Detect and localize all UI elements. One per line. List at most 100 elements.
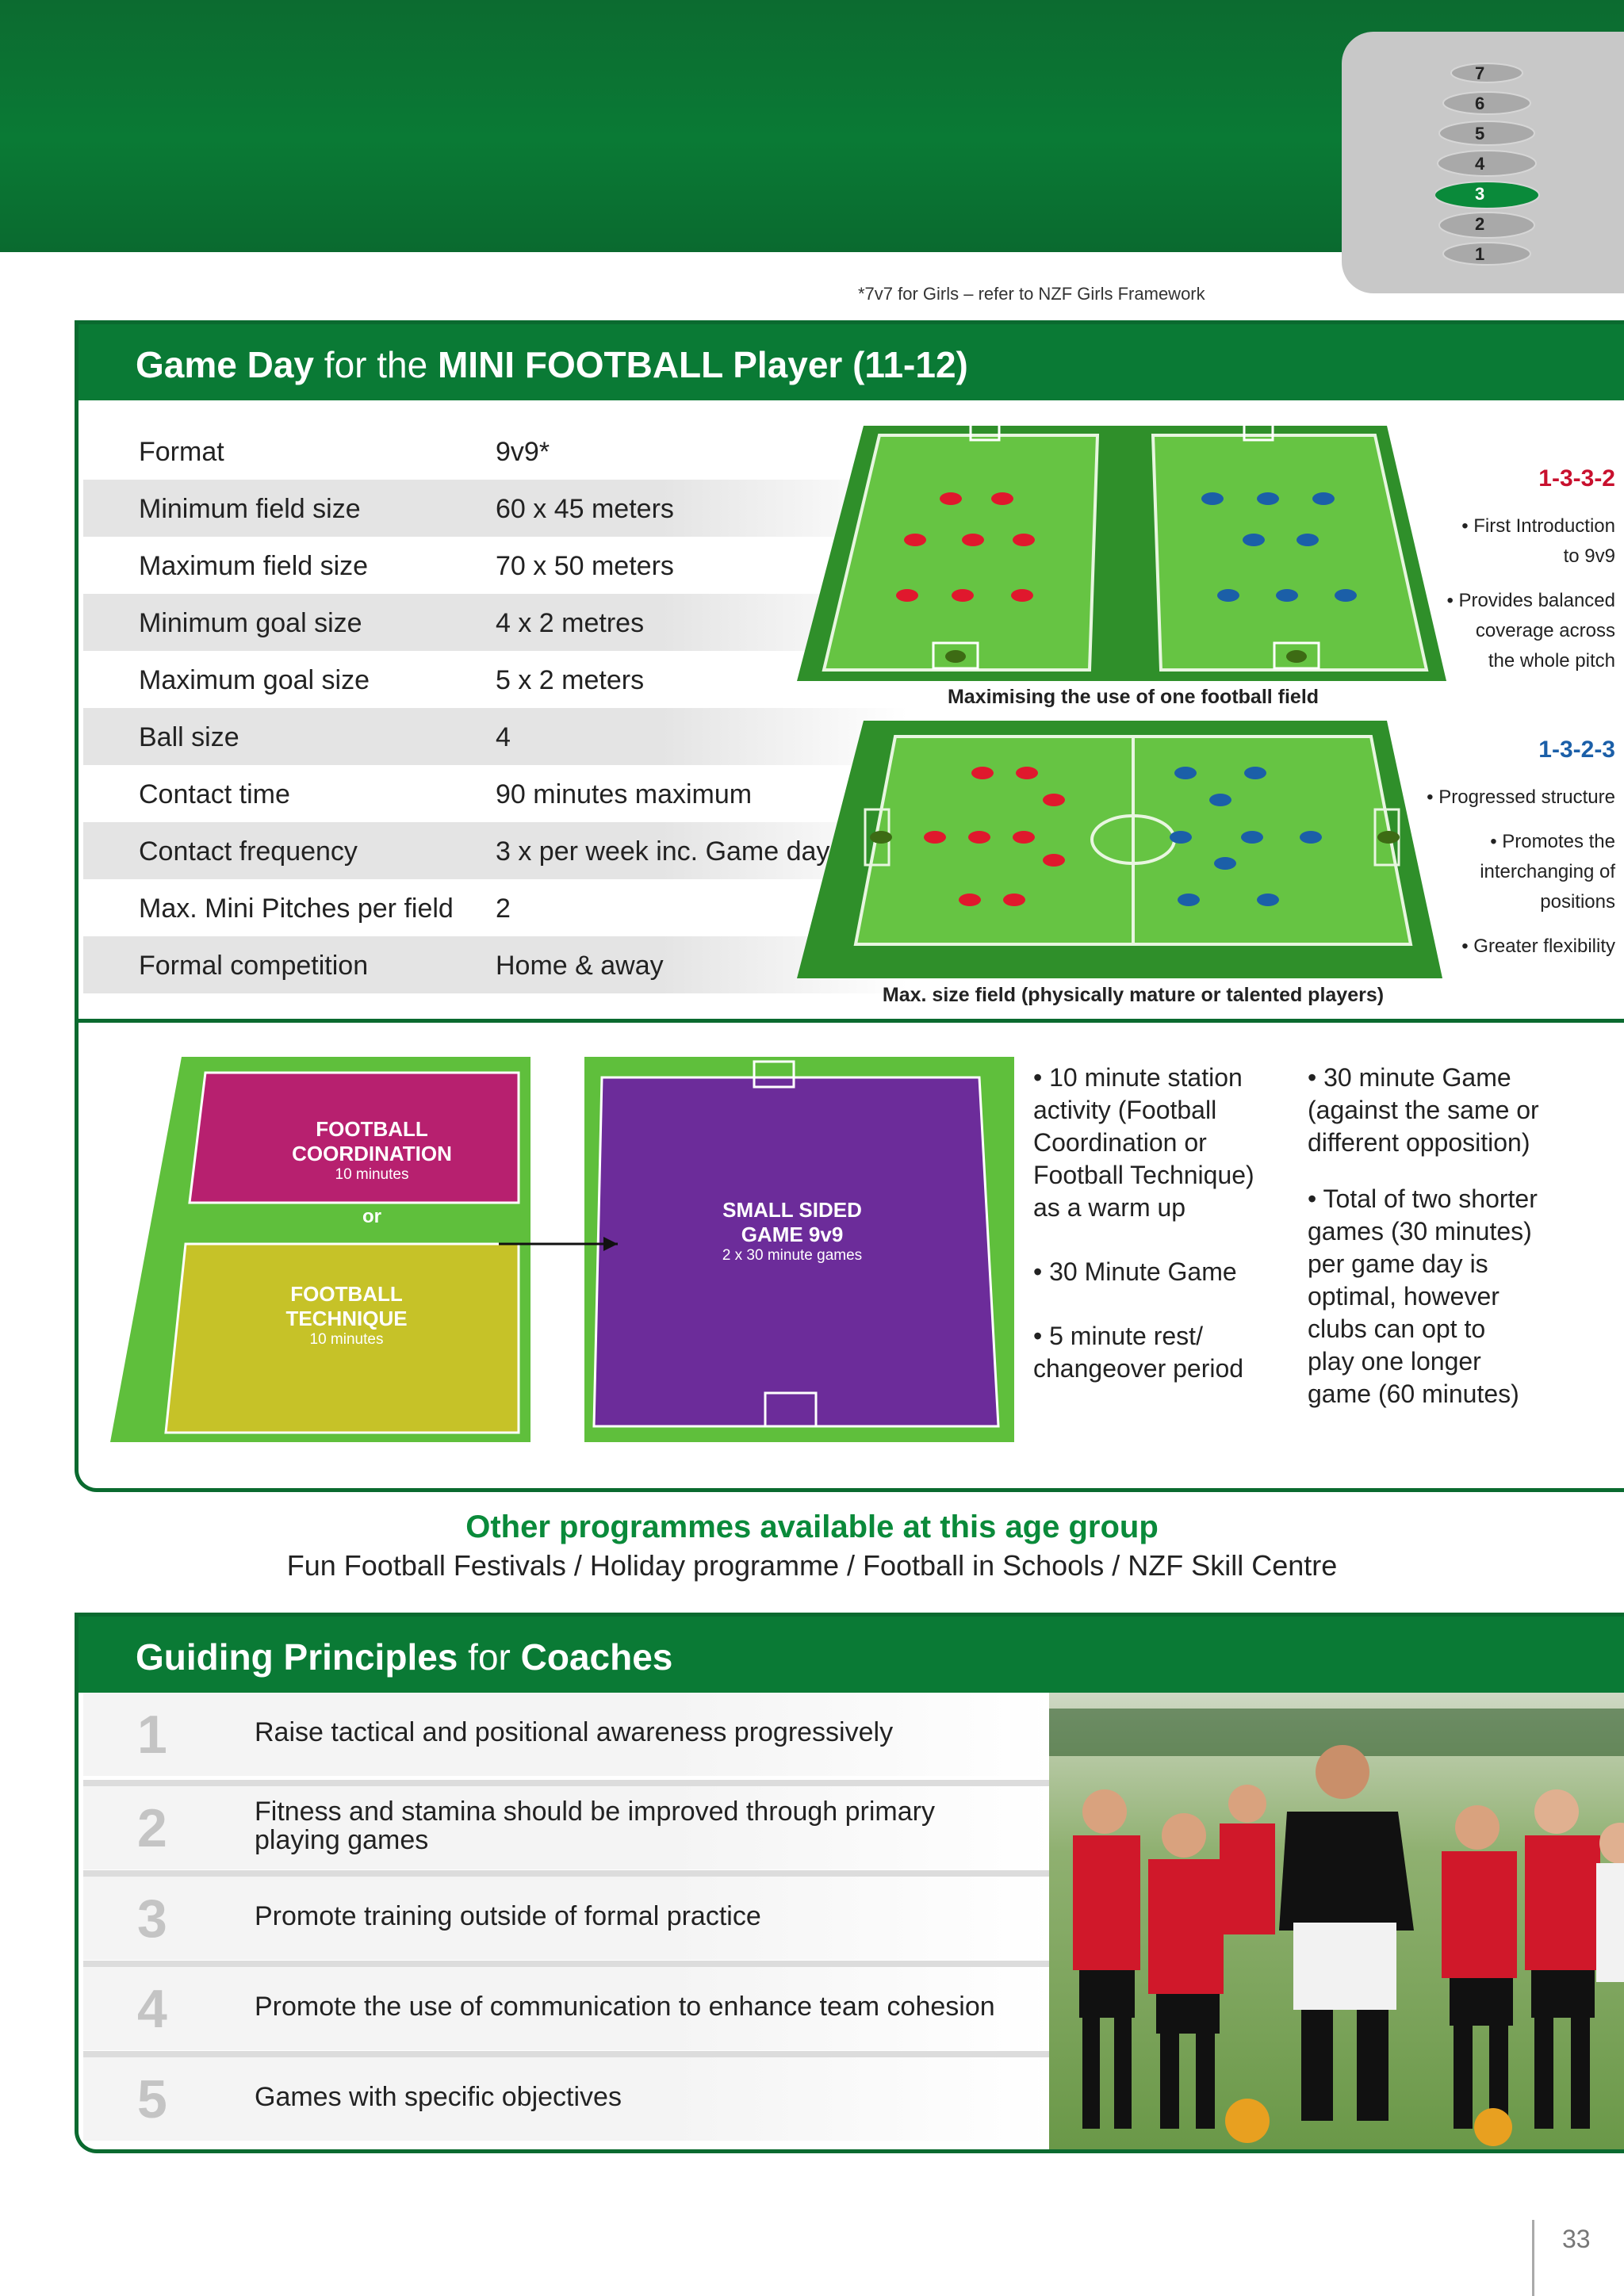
- principle-item: 1 Raise tactical and positional awarenes…: [83, 1693, 1055, 1776]
- level-5: 5: [1475, 124, 1485, 144]
- page-number-rule: [1532, 2220, 1534, 2296]
- player-red: [1043, 854, 1065, 867]
- player-red: [968, 831, 990, 844]
- spec-row: Max. Mini Pitches per field 2: [139, 894, 511, 924]
- principle-text: Fitness and stamina should be improved t…: [255, 1797, 935, 1855]
- player-red: [904, 534, 926, 546]
- player-red: [991, 492, 1013, 505]
- player-red: [1043, 794, 1065, 806]
- player-red: [870, 831, 892, 844]
- principle-number: 4: [137, 1979, 167, 2039]
- player-blue: [1335, 589, 1357, 602]
- player-blue: [1217, 589, 1239, 602]
- player-blue: [1209, 794, 1231, 806]
- principle-item: 3 Promote training outside of formal pra…: [83, 1877, 1055, 1960]
- caption-one-field: Maximising the use of one football field: [947, 686, 1320, 708]
- principle-item: 2 Fitness and stamina should be improved…: [83, 1786, 1055, 1869]
- principle-number: 2: [137, 1798, 167, 1858]
- formation-b-notes: • Progressed structure • Promotes the in…: [1427, 786, 1615, 957]
- spec-row: Minimum field size 60 x 45 meters: [83, 480, 908, 537]
- zone-technique: FOOTBALL TECHNIQUE 10 minutes: [285, 1282, 408, 1348]
- level-7: 7: [1475, 63, 1485, 83]
- player-red: [940, 492, 962, 505]
- caption-max-field: Max. size field (physically mature or ta…: [882, 984, 1385, 1006]
- principle-number: 1: [137, 1705, 167, 1765]
- player-red: [945, 650, 966, 663]
- footnote: *7v7 for Girls – refer to NZF Girls Fram…: [858, 284, 1205, 304]
- other-programmes-title: Other programmes available at this age g…: [465, 1510, 1159, 1544]
- zone-coordination: FOOTBALL COORDINATION 10 minutes: [292, 1117, 452, 1183]
- game-day-header: Game Day for the MINI FOOTBALL Player (1…: [79, 324, 1624, 400]
- player-red: [1011, 589, 1033, 602]
- other-programmes-list: Fun Football Festivals / Holiday program…: [286, 1549, 1338, 1582]
- principle-item: 4 Promote the use of communication to en…: [83, 1967, 1055, 2050]
- spec-row: Maximum field size 70 x 50 meters: [139, 551, 674, 581]
- principle-divider: [83, 1961, 1055, 1967]
- player-blue: [1214, 857, 1236, 870]
- principle-text: Raise tactical and positional awareness …: [255, 1717, 894, 1747]
- player-blue: [1174, 767, 1197, 779]
- coach-players-photo: [1049, 1693, 1624, 2149]
- player-blue: [1243, 534, 1265, 546]
- page-number: 33: [1562, 2225, 1591, 2253]
- principle-text: Promote the use of communication to enha…: [255, 1992, 995, 2022]
- player-red: [924, 831, 946, 844]
- principles-title: Guiding Principles for Coaches: [136, 1636, 673, 1678]
- player-red: [1003, 894, 1025, 906]
- pitch-diagram-two-mini: [797, 421, 1446, 681]
- level-2: 2: [1475, 214, 1485, 234]
- session-bullet: • 5 minute rest/changeover period: [1033, 1322, 1244, 1383]
- player-blue: [1312, 492, 1335, 505]
- spec-row: Format 9v9*: [139, 437, 550, 467]
- session-bullet: • 30 minute Game(against the same or dif…: [1308, 1063, 1539, 1157]
- principles-panel: Guiding Principles for Coaches 1 Raise t…: [75, 1613, 1624, 2153]
- formation-a-title: 1-3-3-2: [1538, 465, 1615, 492]
- player-red: [1013, 534, 1035, 546]
- player-blue: [1201, 492, 1224, 505]
- level-3-active: 3: [1475, 184, 1485, 204]
- or-label: or: [362, 1206, 381, 1227]
- zone-small-sided-game: SMALL SIDED GAME 9v9 2 x 30 minute games: [722, 1198, 863, 1264]
- player-blue: [1257, 492, 1279, 505]
- principle-text: Promote training outside of formal pract…: [255, 1901, 761, 1931]
- player-blue: [1297, 534, 1319, 546]
- section-divider: [79, 1019, 1624, 1023]
- player-red: [952, 589, 974, 602]
- player-red: [959, 894, 981, 906]
- principle-number: 3: [137, 1888, 167, 1949]
- player-red: [1016, 767, 1038, 779]
- spec-row: Formal competition Home & away: [83, 936, 908, 993]
- player-red: [962, 534, 984, 546]
- principle-number: 5: [137, 2069, 167, 2130]
- player-blue: [1377, 831, 1400, 844]
- spec-row: Contact time 90 minutes maximum: [139, 779, 753, 809]
- player-red: [971, 767, 994, 779]
- session-layout-diagram: [110, 1057, 1014, 1442]
- level-1: 1: [1475, 244, 1485, 264]
- level-4: 4: [1475, 154, 1485, 174]
- session-bullets-right: • 30 minute Game(against the same or dif…: [1308, 1062, 1609, 1442]
- principle-divider: [83, 1870, 1055, 1877]
- player-blue: [1276, 589, 1298, 602]
- formation-a-notes: • First Introduction to 9v9 • Provides b…: [1446, 515, 1615, 672]
- principles-header: Guiding Principles for Coaches: [79, 1617, 1624, 1693]
- level-stack-icon: [1435, 63, 1540, 266]
- spec-row: Contact frequency 3 x per week inc. Game…: [83, 822, 908, 879]
- spec-row: Minimum goal size 4 x 2 metres: [83, 594, 908, 651]
- player-blue: [1244, 767, 1266, 779]
- game-day-panel: Game Day for the MINI FOOTBALL Player (1…: [75, 320, 1624, 1492]
- spec-row: Ball size 4: [83, 708, 908, 765]
- player-blue: [1300, 831, 1322, 844]
- principle-divider: [83, 1780, 1055, 1786]
- game-day-title: Game Day for the MINI FOOTBALL Player (1…: [136, 344, 968, 385]
- formation-b-title: 1-3-2-3: [1538, 737, 1615, 763]
- player-blue: [1286, 650, 1307, 663]
- pitch-diagram-full: [797, 721, 1442, 978]
- player-red: [1013, 831, 1035, 844]
- principle-text: Games with specific objectives: [255, 2082, 622, 2112]
- session-bullet: • 30 Minute Game: [1033, 1257, 1237, 1286]
- player-red: [896, 589, 918, 602]
